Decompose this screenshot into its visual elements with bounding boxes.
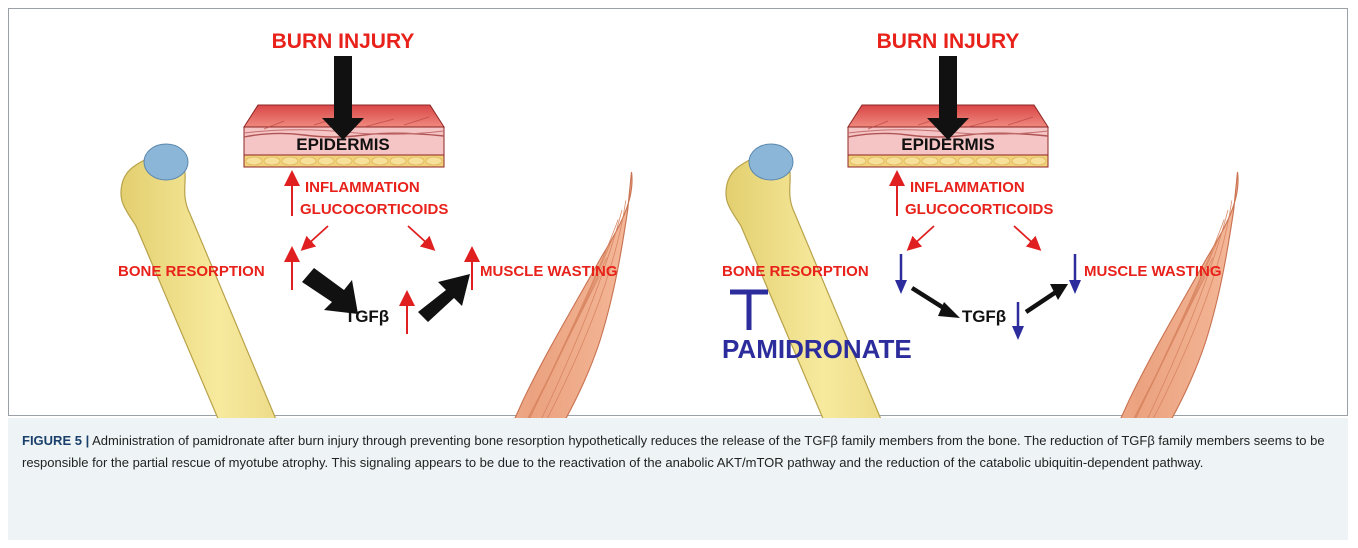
glucocorticoids-label: GLUCOCORTICOIDS — [300, 201, 448, 218]
bone-resorption-label: BONE RESORPTION — [722, 263, 869, 280]
figure-caption: FIGURE 5 | Administration of pamidronate… — [8, 418, 1348, 540]
bone-resorption-down-arrow — [895, 254, 907, 294]
bone-to-tgfb-arrow — [912, 288, 960, 318]
tgfb-to-muscle-arrow — [1026, 284, 1068, 312]
bone-resorption-label: BONE RESORPTION — [118, 263, 265, 280]
muscle-wasting-down-arrow — [1069, 254, 1081, 294]
tgfb-label: TGFβ — [962, 307, 1006, 326]
tgfb-down-arrow — [1012, 302, 1024, 340]
to-muscle-arrow — [1014, 226, 1036, 246]
pamidronate-label: PAMIDRONATE — [722, 334, 912, 364]
panel-left: BURN INJURY EPIDERMIS INFLAMMATION GLUCO… — [118, 30, 632, 420]
burn-injury-label: BURN INJURY — [877, 30, 1020, 53]
figure-diagram: BURN INJURY EPIDERMIS INFLAMMATION GLUCO… — [0, 0, 1358, 420]
muscle-image — [1038, 172, 1238, 420]
epidermis-label: EPIDERMIS — [901, 135, 995, 154]
muscle-wasting-label: MUSCLE WASTING — [1084, 263, 1222, 280]
to-bone-arrow — [912, 226, 934, 246]
to-bone-arrow — [306, 226, 328, 246]
caption-text: Administration of pamidronate after burn… — [22, 433, 1325, 470]
glucocorticoids-label: GLUCOCORTICOIDS — [905, 201, 1053, 218]
bone-image — [726, 144, 922, 420]
muscle-wasting-label: MUSCLE WASTING — [480, 263, 618, 280]
inflammation-label: INFLAMMATION — [910, 179, 1025, 196]
burn-injury-label: BURN INJURY — [272, 30, 415, 53]
caption-label: FIGURE 5 | — [22, 433, 89, 448]
bone-image — [121, 144, 317, 420]
inhibition-bar — [730, 292, 768, 330]
epidermis-label: EPIDERMIS — [296, 135, 390, 154]
panel-right: BURN INJURY EPIDERMIS INFLAMMATION GLUCO… — [722, 30, 1238, 420]
inflammation-label: INFLAMMATION — [305, 179, 420, 196]
to-muscle-arrow — [408, 226, 430, 246]
tgfb-label: TGFβ — [345, 307, 389, 326]
tgfb-to-muscle-arrow — [418, 274, 470, 322]
